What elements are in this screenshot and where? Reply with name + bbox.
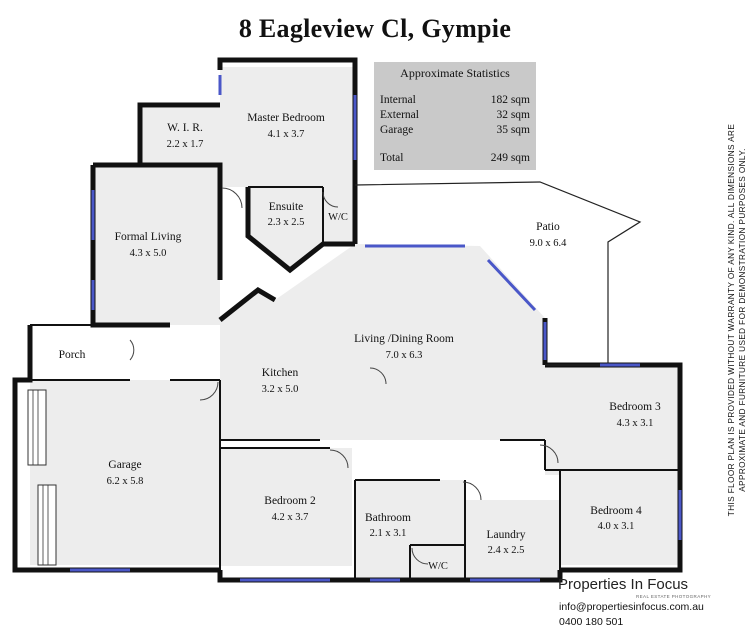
statistics-heading: Approximate Statistics (400, 66, 510, 80)
room-bed4-dims: 4.0 x 3.1 (598, 521, 635, 532)
stat-value: 32 sqm (496, 109, 530, 121)
room-kitchen-name: Kitchen (262, 367, 299, 379)
room-garage-name: Garage (108, 459, 141, 471)
stat-label: Total (380, 152, 404, 164)
room-bed2-dims: 4.2 x 3.7 (272, 512, 309, 523)
brand-tagline: REAL ESTATE PHOTOGRAPHY (636, 594, 712, 599)
room-living-dims: 7.0 x 6.3 (386, 350, 423, 361)
contact-email: info@propertiesinfocus.com.au (559, 601, 704, 613)
room-ensuite-name: Ensuite (269, 201, 304, 213)
room-patio-name: Patio (536, 221, 560, 233)
room-bathroom-dims: 2.1 x 3.1 (370, 528, 407, 539)
room-formal-dims: 4.3 x 5.0 (130, 248, 167, 259)
room-living-name: Living /Dining Room (354, 333, 454, 345)
room-bed3-name: Bedroom 3 (609, 401, 661, 413)
room-garage-dims: 6.2 x 5.8 (107, 476, 144, 487)
room-ensuite-dims: 2.3 x 2.5 (268, 217, 305, 228)
inner-walls (30, 186, 680, 580)
room-formal-name: Formal Living (115, 231, 182, 243)
room-master-name: Master Bedroom (247, 112, 325, 124)
room-laundry-name: Laundry (487, 529, 526, 541)
room-bed3-dims: 4.3 x 3.1 (617, 418, 654, 429)
door-swings (129, 187, 559, 565)
room-bathroom-name: Bathroom (365, 512, 411, 524)
room-patio-dims: 9.0 x 6.4 (530, 238, 568, 249)
patio-outline (354, 181, 642, 366)
statistics-panel: Approximate Statistics Internal 182 sqm … (374, 62, 536, 170)
room-kitchen-dims: 3.2 x 5.0 (262, 384, 299, 395)
room-fills (30, 67, 680, 580)
room-labels: W. I. R. 2.2 x 1.7 Master Bedroom 4.1 x … (59, 112, 661, 572)
room-porch-name: Porch (59, 349, 86, 361)
disclaimer-text: THIS FLOOR PLAN IS PROVIDED WITHOUT WARR… (727, 123, 747, 517)
garage-doors (27, 389, 57, 566)
stat-value: 182 sqm (490, 94, 530, 106)
stat-value: 35 sqm (496, 124, 530, 136)
room-laundry-dims: 2.4 x 2.5 (488, 545, 525, 556)
room-wir-name: W. I. R. (167, 122, 203, 134)
room-wc2-name: W/C (428, 561, 448, 572)
room-bed4-name: Bedroom 4 (590, 505, 642, 517)
page-title: 8 Eagleview Cl, Gympie (238, 14, 512, 43)
contact-phone: 0400 180 501 (559, 616, 624, 628)
room-wir-dims: 2.2 x 1.7 (167, 139, 204, 150)
room-bed2-name: Bedroom 2 (264, 495, 316, 507)
room-wc1-name: W/C (328, 212, 348, 223)
room-master-dims: 4.1 x 3.7 (268, 129, 305, 140)
stat-label: Garage (380, 124, 414, 136)
stat-label: Internal (380, 94, 416, 106)
windows (70, 75, 682, 582)
stat-label: External (380, 109, 419, 121)
stat-value: 249 sqm (490, 152, 530, 164)
brand-logo-text: Properties In Focus (558, 576, 689, 593)
